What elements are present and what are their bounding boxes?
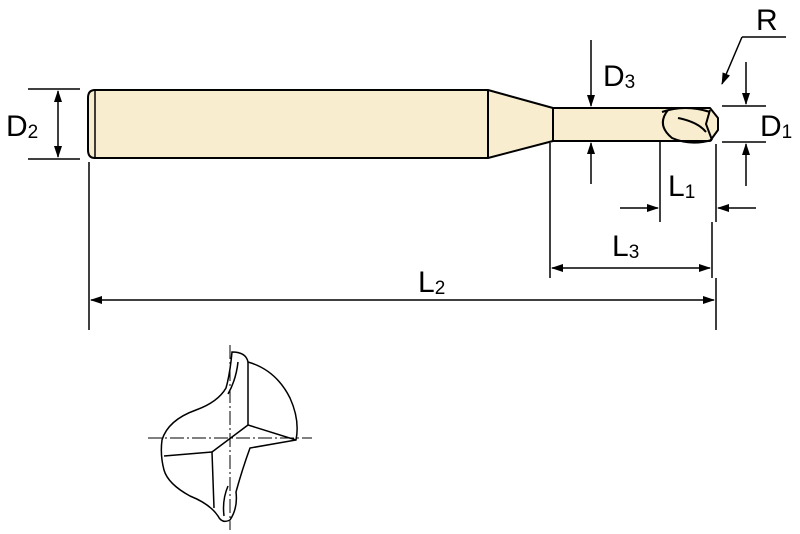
- label-r: R: [756, 4, 778, 37]
- tool-body: [87, 89, 719, 159]
- label-l1: L1: [668, 170, 695, 203]
- flute-curve-main: [661, 109, 713, 144]
- label-d1: D1: [760, 110, 792, 143]
- label-d3: D3: [603, 60, 635, 93]
- end-view-heel-top: [227, 361, 239, 395]
- end-view-heel-bottom: [222, 485, 229, 517]
- label-l3: L3: [612, 230, 639, 263]
- end-view-edge-3: [211, 451, 215, 509]
- flute-curve-top: [661, 107, 711, 113]
- end-view-outline: [160, 351, 298, 523]
- dimension-lines: [28, 36, 786, 330]
- cutting-edge: [705, 109, 713, 141]
- dimension-labels: D2 D3 D1 R L1 L3 L2: [6, 4, 792, 299]
- shank: [87, 89, 719, 159]
- label-l2: L2: [418, 266, 445, 299]
- r-leader-diagonal: [721, 36, 743, 85]
- end-view-chisel: [211, 424, 249, 453]
- end-view-edge-2: [163, 451, 213, 457]
- flute-curve-inner: [677, 117, 707, 133]
- label-d2: D2: [6, 110, 38, 143]
- end-view: [148, 345, 312, 530]
